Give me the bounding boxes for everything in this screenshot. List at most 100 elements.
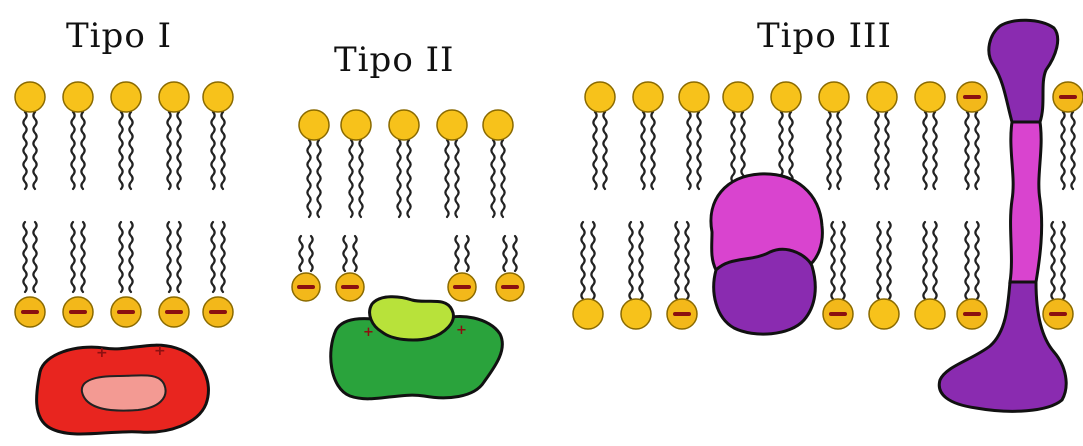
- protein-type-2: + +: [331, 297, 503, 399]
- lipid-tail: [71, 112, 74, 189]
- lipid-tail: [675, 222, 678, 299]
- anionic-lipid-head: [111, 297, 141, 327]
- protein-type-3-inserted: [711, 174, 822, 334]
- lipid-tail: [1051, 222, 1054, 299]
- protein-type-3-inserted-lower: [714, 249, 816, 334]
- lipid-tail: [177, 222, 180, 292]
- lipid-tail: [513, 236, 516, 271]
- lipid-tail: [23, 222, 26, 292]
- anionic-lipid-head: [1053, 82, 1083, 112]
- anionic-lipid-head: [957, 82, 987, 112]
- lipid-head: [203, 82, 233, 112]
- lipid-head: [771, 82, 801, 112]
- lipid-tail: [299, 236, 302, 271]
- lipid-head: [679, 82, 709, 112]
- lipid-tail: [651, 112, 654, 189]
- lipid-tail: [841, 222, 844, 299]
- anionic-lipid-head: [63, 297, 93, 327]
- lipid-tail: [887, 222, 890, 299]
- lipid-head: [159, 82, 189, 112]
- lipid-tails: [23, 112, 1074, 299]
- lipid-head: [15, 82, 45, 112]
- protein-type-3-base: [939, 282, 1066, 411]
- anionic-lipid-head: [823, 299, 853, 329]
- lipid-tail: [1061, 112, 1064, 189]
- anionic-lipid-head: [336, 273, 364, 301]
- lipid-head: [63, 82, 93, 112]
- lipid-tail: [975, 222, 978, 299]
- lipid-tail: [129, 222, 132, 292]
- lipid-tail: [933, 112, 936, 189]
- positive-charge-icon: +: [96, 345, 108, 361]
- anionic-lipid-head: [667, 299, 697, 329]
- lipid-tail: [1071, 112, 1074, 189]
- protein-type-1-core: [82, 375, 166, 410]
- lipid-head: [111, 82, 141, 112]
- lipid-tail: [353, 236, 356, 271]
- lipid-heads: [15, 82, 1083, 329]
- lipid-head: [437, 110, 467, 140]
- lipid-tail: [875, 112, 878, 189]
- anionic-lipid-head: [159, 297, 189, 327]
- lipid-tail: [317, 140, 320, 217]
- anionic-lipid-head: [496, 273, 524, 301]
- lipid-tail: [603, 112, 606, 189]
- lipid-head: [723, 82, 753, 112]
- lipid-tail: [933, 222, 936, 299]
- lipid-tail: [491, 140, 494, 217]
- lipid-tail: [685, 222, 688, 299]
- protein-type-3-anchor: [989, 20, 1058, 122]
- lipid-tail: [975, 112, 978, 189]
- lipid-tail: [697, 112, 700, 189]
- anionic-lipid-head: [448, 273, 476, 301]
- lipid-tail: [687, 112, 690, 189]
- positive-charge-icon: +: [363, 325, 374, 340]
- lipid-tail: [923, 112, 926, 189]
- anionic-lipid-head: [15, 297, 45, 327]
- lipid-tail: [33, 112, 36, 189]
- lipid-tail: [407, 140, 410, 217]
- lipid-tail: [877, 222, 880, 299]
- lipid-tail: [211, 112, 214, 189]
- lipid-tail: [359, 140, 362, 217]
- lipid-tail: [349, 140, 352, 217]
- lipid-tail: [581, 222, 584, 299]
- lipid-tail: [837, 112, 840, 189]
- lipid-tail: [309, 236, 312, 271]
- lipid-tail: [81, 112, 84, 189]
- positive-charge-icon: +: [456, 323, 467, 338]
- protein-type-3-transmembrane: [939, 20, 1066, 411]
- anionic-lipid-head: [292, 273, 320, 301]
- lipid-tail: [177, 112, 180, 189]
- lipid-head: [819, 82, 849, 112]
- lipid-tail: [81, 222, 84, 292]
- lipid-head: [483, 110, 513, 140]
- lipid-tail: [831, 222, 834, 299]
- lipid-head: [585, 82, 615, 112]
- lipid-tail: [639, 222, 642, 299]
- lipid-head: [867, 82, 897, 112]
- lipid-tail: [455, 140, 458, 217]
- lipid-tail: [923, 222, 926, 299]
- lipid-tail: [965, 222, 968, 299]
- lipid-tail: [445, 140, 448, 217]
- lipid-tail: [221, 112, 224, 189]
- lipid-tail: [167, 112, 170, 189]
- lipid-head: [915, 82, 945, 112]
- lipid-tail: [1061, 222, 1064, 299]
- anionic-lipid-head: [203, 297, 233, 327]
- lipid-tail: [129, 112, 132, 189]
- lipid-tail: [119, 112, 122, 189]
- lipid-tail: [465, 236, 468, 271]
- lipid-tail: [167, 222, 170, 292]
- lipid-tail: [591, 222, 594, 299]
- lipid-tail: [397, 140, 400, 217]
- lipid-tail: [501, 140, 504, 217]
- lipid-head: [633, 82, 663, 112]
- lipid-tail: [629, 222, 632, 299]
- lipid-tail: [593, 112, 596, 189]
- positive-charge-icon: +: [154, 343, 166, 359]
- lipid-tail: [71, 222, 74, 292]
- lipid-tail: [211, 222, 214, 292]
